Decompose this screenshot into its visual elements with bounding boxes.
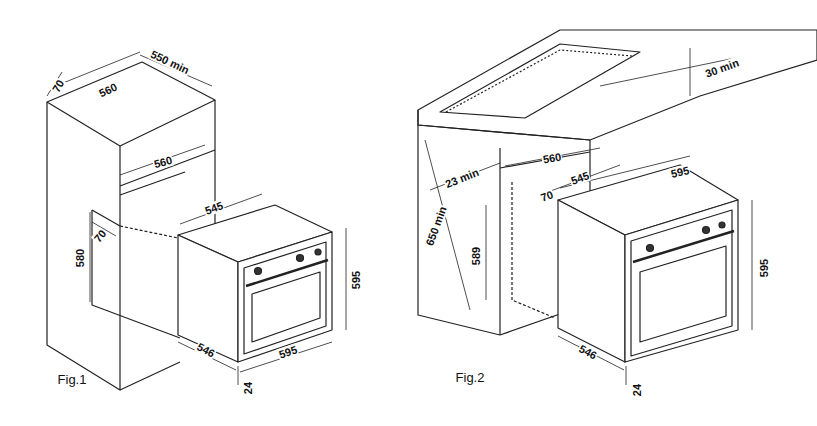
figure-caption: Fig.1 xyxy=(57,374,88,386)
dimension-label: 580 xyxy=(74,248,86,268)
dimension-label: 560 xyxy=(541,150,563,165)
dimension-label: 595 xyxy=(758,258,770,278)
dimension-label: 23 min xyxy=(443,166,482,191)
dimension-label: 595 xyxy=(350,270,362,290)
dimension-label: 545 xyxy=(202,199,225,217)
dimension-label: 70 xyxy=(49,77,67,95)
dimension-label: 589 xyxy=(470,246,482,266)
dimension-label: 560 xyxy=(152,154,175,171)
figure-caption: Fig.2 xyxy=(455,372,486,384)
dimension-label: 24 xyxy=(242,381,254,395)
dimension-label: 70 xyxy=(91,227,109,246)
dimension-label: 650 min xyxy=(423,204,449,248)
dimension-label: 545 xyxy=(568,169,591,187)
dimension-label: 24 xyxy=(631,383,643,397)
